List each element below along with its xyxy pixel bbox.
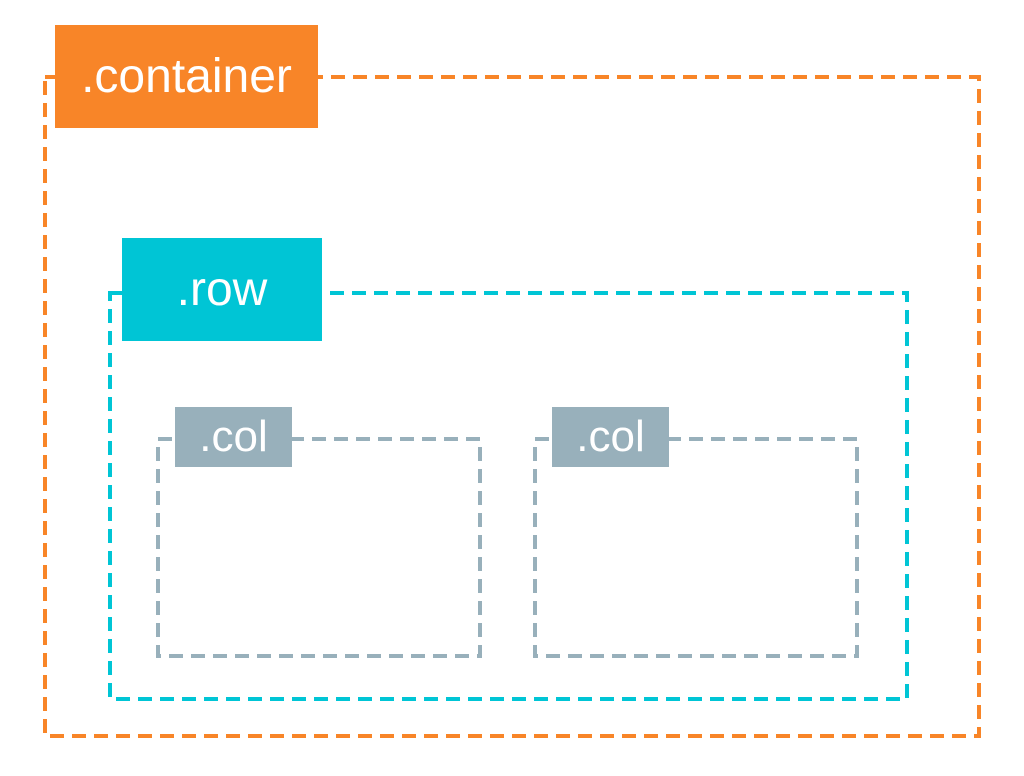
col-label-right: .col <box>552 407 669 467</box>
row-label: .row <box>122 238 322 341</box>
row-box <box>108 291 909 701</box>
container-label: .container <box>55 25 318 128</box>
col-box-right <box>533 437 859 658</box>
col-box-left <box>156 437 482 658</box>
container-box <box>43 75 981 738</box>
col-label-left: .col <box>175 407 292 467</box>
